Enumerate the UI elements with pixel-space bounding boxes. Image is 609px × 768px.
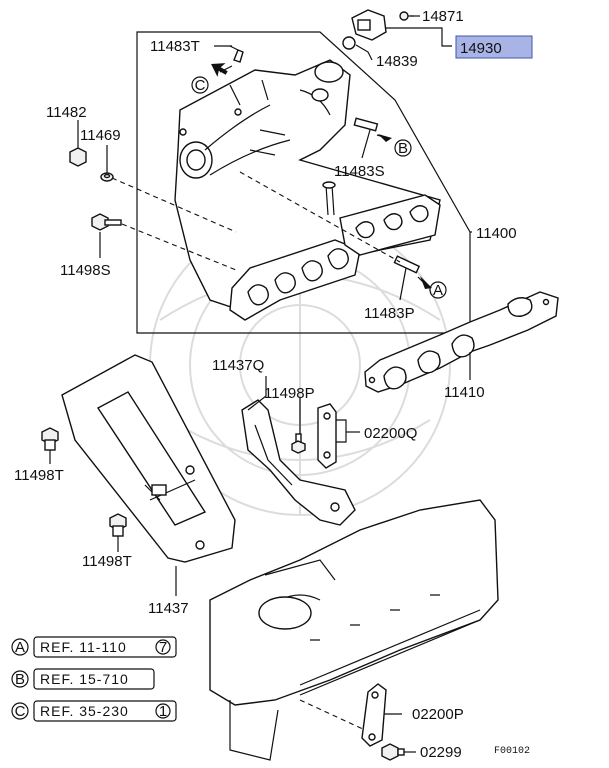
bolt-11498t-lower[interactable] [109,513,127,537]
bolt-11498t-upper[interactable] [41,427,59,451]
svg-text:B: B [398,140,408,157]
label-14839: 14839 [376,53,418,70]
label-02200p: 02200P [412,706,464,723]
label-11482: 11482 [46,104,87,121]
marker-a: A [429,281,447,299]
svg-text:REF. 35-230: REF. 35-230 [40,703,129,719]
arrow-c [211,63,233,77]
washer-11469[interactable] [100,172,114,182]
label-11483p: 11483P [364,305,415,322]
svg-text:A: A [433,282,443,299]
leader-lines [49,15,472,753]
vacuum-pipe-11483s[interactable] [353,117,379,132]
label-11498t-lower: 11498T [82,553,132,570]
reference-a[interactable]: A REF. 11-110 7 [11,636,177,658]
highlight-14930 [455,35,533,59]
svg-text:7: 7 [159,639,167,656]
svg-text:1: 1 [159,703,167,720]
svg-text:C: C [195,77,206,94]
figure-code: F00102 [494,746,530,757]
o-ring[interactable] [342,36,356,50]
bolt-11498p[interactable] [291,433,306,454]
vacuum-pipe-11483t[interactable] [233,49,244,63]
bracket-11437q[interactable] [241,399,356,526]
label-14930[interactable]: 14930 [460,40,502,57]
label-11400: 11400 [476,225,517,242]
label-11437q: 11437Q [212,357,264,374]
bolt-11498s[interactable] [91,213,122,231]
label-11498t-upper: 11498T [14,467,64,484]
arrow-b [376,134,392,142]
label-11498s: 11498S [60,262,111,279]
bracket-02200q[interactable] [317,403,347,469]
manifold-port-flange-upper[interactable] [339,194,441,256]
bracket-02200p[interactable] [361,683,387,747]
label-11483t: 11483T [150,38,200,55]
label-11410: 11410 [444,384,485,401]
manifold-port-flange-lower[interactable] [229,239,361,321]
arrow-a [417,276,432,289]
label-11469: 11469 [80,127,121,144]
marker-c: C [191,76,209,94]
cylinder-head[interactable] [209,499,499,761]
label-14871: 14871 [422,8,464,25]
svg-text:REF. 15-710: REF. 15-710 [40,671,129,687]
manifold-support-bracket[interactable] [61,354,236,563]
label-02200q: 02200Q [364,425,417,442]
reference-b[interactable]: B REF. 15-710 [11,668,155,690]
label-02299: 02299 [420,744,462,761]
marker-b: B [394,139,412,157]
svg-text:C: C [15,703,26,720]
label-11498p: 11498P [264,385,315,402]
svg-text:A: A [15,639,25,656]
nut-11482[interactable] [69,147,87,167]
reference-c[interactable]: C REF. 35-230 1 [11,700,177,722]
label-11483s: 11483S [334,163,385,180]
bolt-02299[interactable] [381,743,405,761]
vacuum-pipe-11483p[interactable] [393,255,421,274]
label-11437: 11437 [148,600,189,617]
reference-legend: A REF. 11-110 7 B REF. 15-710 C REF. 35-… [11,636,177,722]
intake-manifold-gasket[interactable] [364,291,559,393]
svg-text:REF. 11-110: REF. 11-110 [40,639,127,655]
boost-sensor[interactable] [351,9,387,41]
svg-text:B: B [15,671,25,688]
